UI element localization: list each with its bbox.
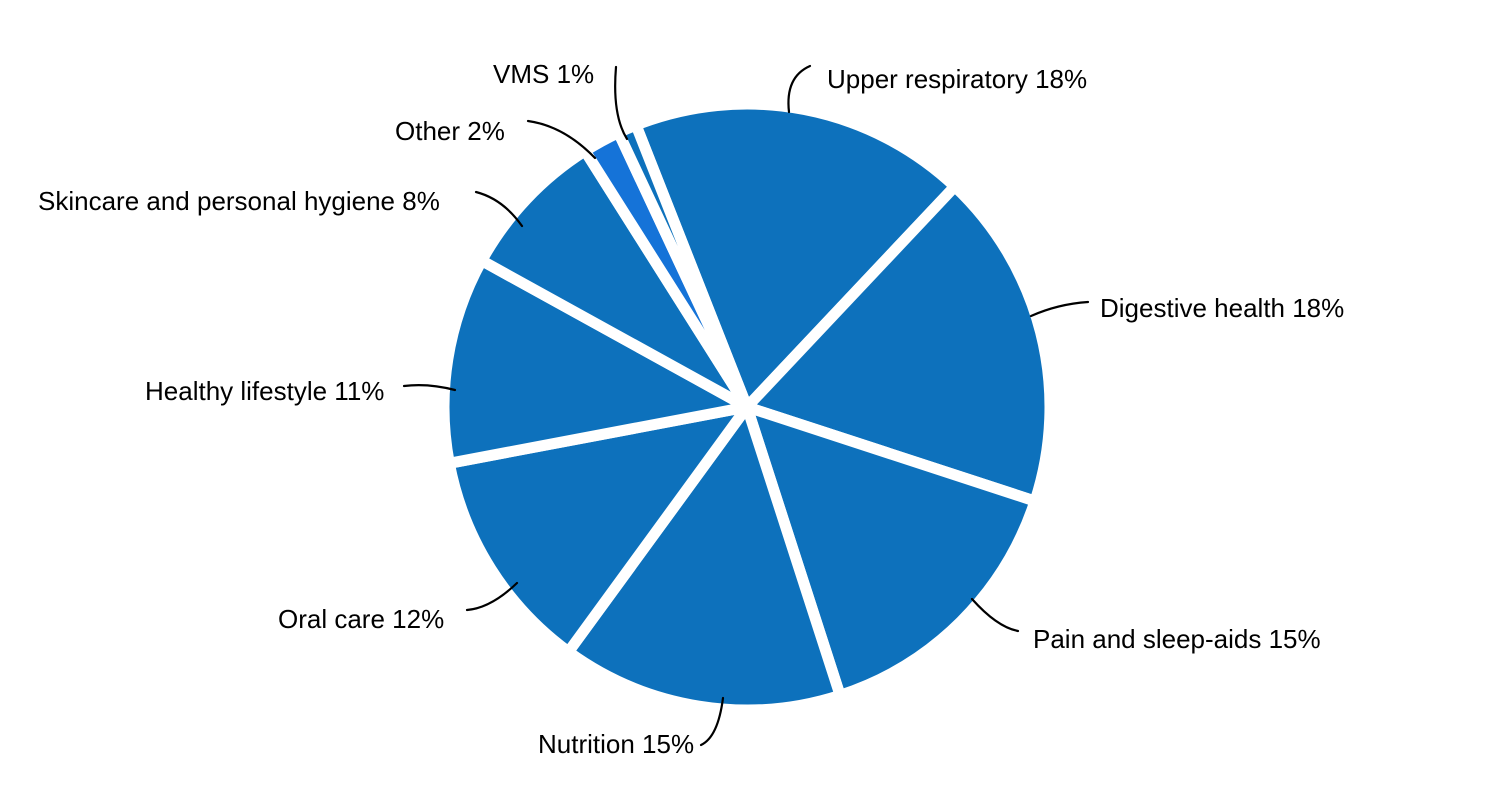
pie-slice-healthy-lifestyle <box>438 255 753 469</box>
slice-label-digestive-health: Digestive health 18% <box>1100 293 1344 323</box>
pie-slice-upper-respiratory <box>630 98 961 413</box>
slice-label-other: Other 2% <box>395 116 505 146</box>
pie-slice-digestive-health <box>741 181 1056 507</box>
leader-line-skincare-and-personal-hygiene <box>474 190 524 228</box>
pie-slice-oral-care <box>443 401 753 658</box>
slice-label-nutrition: Nutrition 15% <box>538 729 694 759</box>
slice-label-vms: VMS 1% <box>493 59 594 89</box>
slice-label-healthy-lifestyle: Healthy lifestyle 11% <box>145 376 384 406</box>
leader-line-other <box>526 119 597 160</box>
pie-slice-nutrition <box>563 401 846 716</box>
slice-label-skincare-and-personal-hygiene: Skincare and personal hygiene 8% <box>38 186 440 216</box>
slice-label-pain-and-sleep-aids: Pain and sleep-aids 15% <box>1033 624 1321 654</box>
leader-line-vms <box>614 65 629 141</box>
pie-slice-skincare-and-personal-hygiene <box>476 145 753 413</box>
leader-line-digestive-health <box>1029 300 1090 318</box>
leader-line-healthy-lifestyle <box>402 384 457 392</box>
pie-slice-vms <box>613 119 753 413</box>
slice-label-oral-care: Oral care 12% <box>278 604 444 634</box>
leader-line-upper-respiratory <box>787 64 812 114</box>
leader-line-pain-and-sleep-aids <box>970 597 1020 633</box>
leader-line-nutrition <box>699 696 725 747</box>
leader-line-oral-care <box>465 581 519 612</box>
slice-label-upper-respiratory: Upper respiratory 18% <box>827 64 1087 94</box>
